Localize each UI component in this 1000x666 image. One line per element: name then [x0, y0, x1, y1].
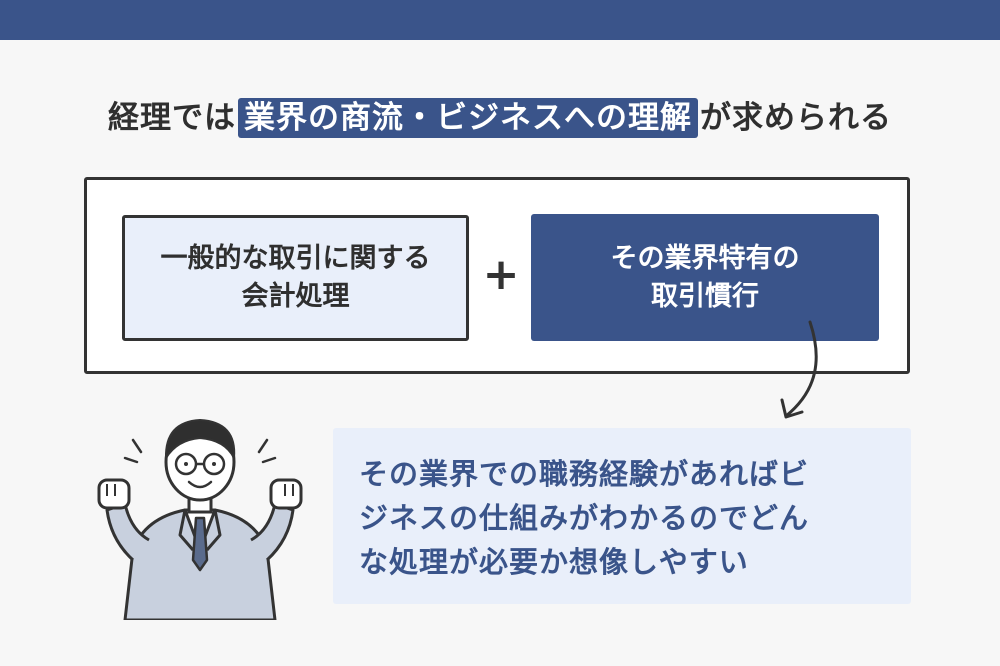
headline-suffix: が求められる [700, 100, 892, 136]
plus-symbol: + [482, 249, 520, 300]
industry-practice-box: その業界特有の 取引慣行 [531, 214, 879, 341]
headline: 経理では業界の商流・ビジネスへの理解が求められる [0, 92, 1000, 138]
explanation-line1: その業界での職務経験があればビ [359, 457, 810, 491]
industry-practice-line1: その業界特有の [610, 242, 800, 274]
explanation-line3: な処理が必要か想像しやすい [359, 545, 749, 579]
businessman-cheering-icon [97, 418, 303, 620]
general-accounting-line1: 一般的な取引に関する [160, 243, 431, 274]
explanation-bubble: その業界での職務経験があればビ ジネスの仕組みがわかるのでどん な処理が必要か想… [333, 428, 911, 604]
general-accounting-line2: 会計処理 [241, 281, 350, 312]
explanation-line2: ジネスの仕組みがわかるのでどん [359, 501, 810, 535]
headline-highlight: 業界の商流・ビジネスへの理解 [238, 98, 698, 138]
top-banner [0, 0, 1000, 40]
general-accounting-box: 一般的な取引に関する 会計処理 [122, 215, 469, 341]
headline-prefix: 経理では [108, 100, 236, 136]
industry-practice-line2: 取引慣行 [651, 280, 759, 312]
curved-arrow-down-icon [780, 320, 818, 419]
